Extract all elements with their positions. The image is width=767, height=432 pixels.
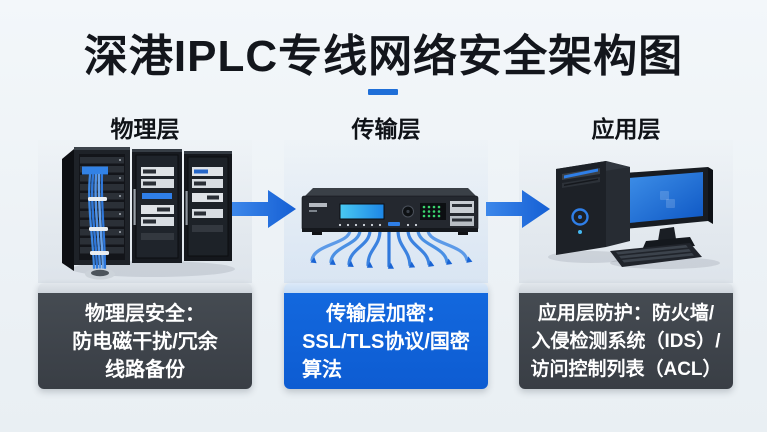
header-transport-layer: 传输层 <box>351 116 421 142</box>
card-top-rim <box>519 283 733 293</box>
application-layer-caption-card: 应用层防护：防火墙/ 入侵检测系统（IDS）/ 访问控制列表（ACL） <box>519 283 733 389</box>
header-application-layer: 应用层 <box>591 116 661 142</box>
caption-line: 访问控制列表（ACL） <box>530 359 722 380</box>
desktop-computer-illustration <box>540 155 730 273</box>
title-underline <box>368 89 398 95</box>
caption-line: 传输层加密： <box>326 303 446 325</box>
server-rack-icon <box>62 147 235 280</box>
network-switch-icon <box>301 188 479 269</box>
caption-line: 物理层安全： <box>85 303 205 325</box>
caption-line: 入侵检测系统（IDS）/ <box>531 331 721 352</box>
caption-line: 防电磁干扰/冗余 <box>72 331 218 353</box>
server-rack-illustration <box>58 133 238 281</box>
caption-line: 应用层防护：防火墙/ <box>537 303 715 324</box>
caption-line: 线路备份 <box>105 359 185 381</box>
desktop-computer-icon <box>548 161 720 269</box>
header-physical-layer: 物理层 <box>110 116 180 142</box>
caption-line: 算法 <box>302 359 342 381</box>
card-top-rim <box>284 283 488 293</box>
transport-layer-caption-card: 传输层加密： SSL/TLS协议/国密 算法 <box>284 283 488 389</box>
card-top-rim <box>38 283 252 293</box>
arrow-right-icon <box>232 186 296 232</box>
physical-layer-caption-card: 物理层安全： 防电磁干扰/冗余 线路备份 <box>38 283 252 389</box>
caption-line: SSL/TLS协议/国密 <box>302 331 470 353</box>
network-switch-illustration <box>288 182 493 277</box>
arrow-right-icon <box>486 186 550 232</box>
page-title: 深港IPLC专线网络安全架构图 <box>83 32 684 81</box>
